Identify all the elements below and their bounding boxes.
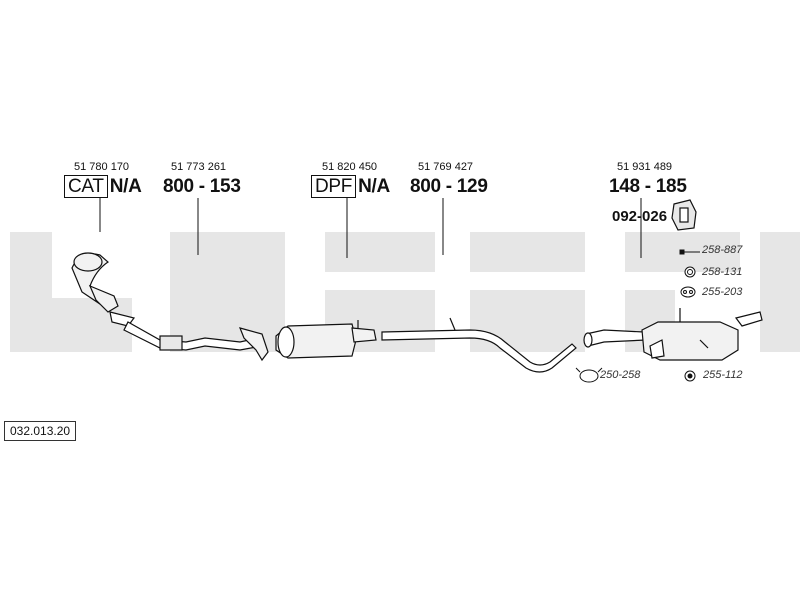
part-code-front-pipe[interactable]: 800 - 153 bbox=[163, 176, 241, 197]
part-number-front-pipe: 51 773 261 bbox=[171, 161, 227, 173]
acc-clamp-code[interactable]: 250-258 bbox=[600, 369, 641, 381]
diagram-reference: 032.013.20 bbox=[4, 421, 77, 441]
part-number-dpf: 51 820 450 bbox=[322, 161, 378, 173]
mounting-code[interactable]: 092-026 bbox=[612, 208, 668, 225]
dpf-code: N/A bbox=[358, 176, 390, 197]
part-code-rear-silencer[interactable]: 148 - 185 bbox=[609, 176, 687, 197]
rear-silencer-drawing bbox=[583, 308, 763, 361]
clamp-icon bbox=[575, 367, 603, 383]
ring-icon bbox=[684, 266, 696, 278]
part-number-rear-silencer: 51 931 489 bbox=[617, 161, 673, 173]
dpf-box-label: DPF bbox=[311, 175, 357, 198]
acc-ring-code[interactable]: 258-131 bbox=[702, 266, 743, 278]
front-pipe-drawing bbox=[123, 321, 269, 362]
acc-rubber-hanger-code[interactable]: 255-203 bbox=[702, 286, 743, 298]
cat-box-label: CAT bbox=[64, 175, 108, 198]
rubber-hanger-icon bbox=[680, 286, 696, 298]
dpf-drawing bbox=[275, 320, 377, 359]
part-number-cat: 51 780 170 bbox=[74, 161, 130, 173]
catalytic-converter-drawing bbox=[71, 252, 136, 327]
cat-code: N/A bbox=[109, 176, 142, 197]
mounting-bracket-drawing bbox=[671, 199, 697, 231]
acc-gasket-code[interactable]: 255-112 bbox=[703, 369, 743, 381]
part-code-middle-pipe[interactable]: 800 - 129 bbox=[410, 176, 488, 197]
bolt-icon bbox=[679, 249, 700, 255]
part-number-middle-pipe: 51 769 427 bbox=[418, 161, 474, 173]
gasket-icon bbox=[684, 370, 696, 382]
middle-pipe-drawing bbox=[381, 317, 577, 373]
acc-bolt-code[interactable]: 258-887 bbox=[702, 244, 743, 256]
